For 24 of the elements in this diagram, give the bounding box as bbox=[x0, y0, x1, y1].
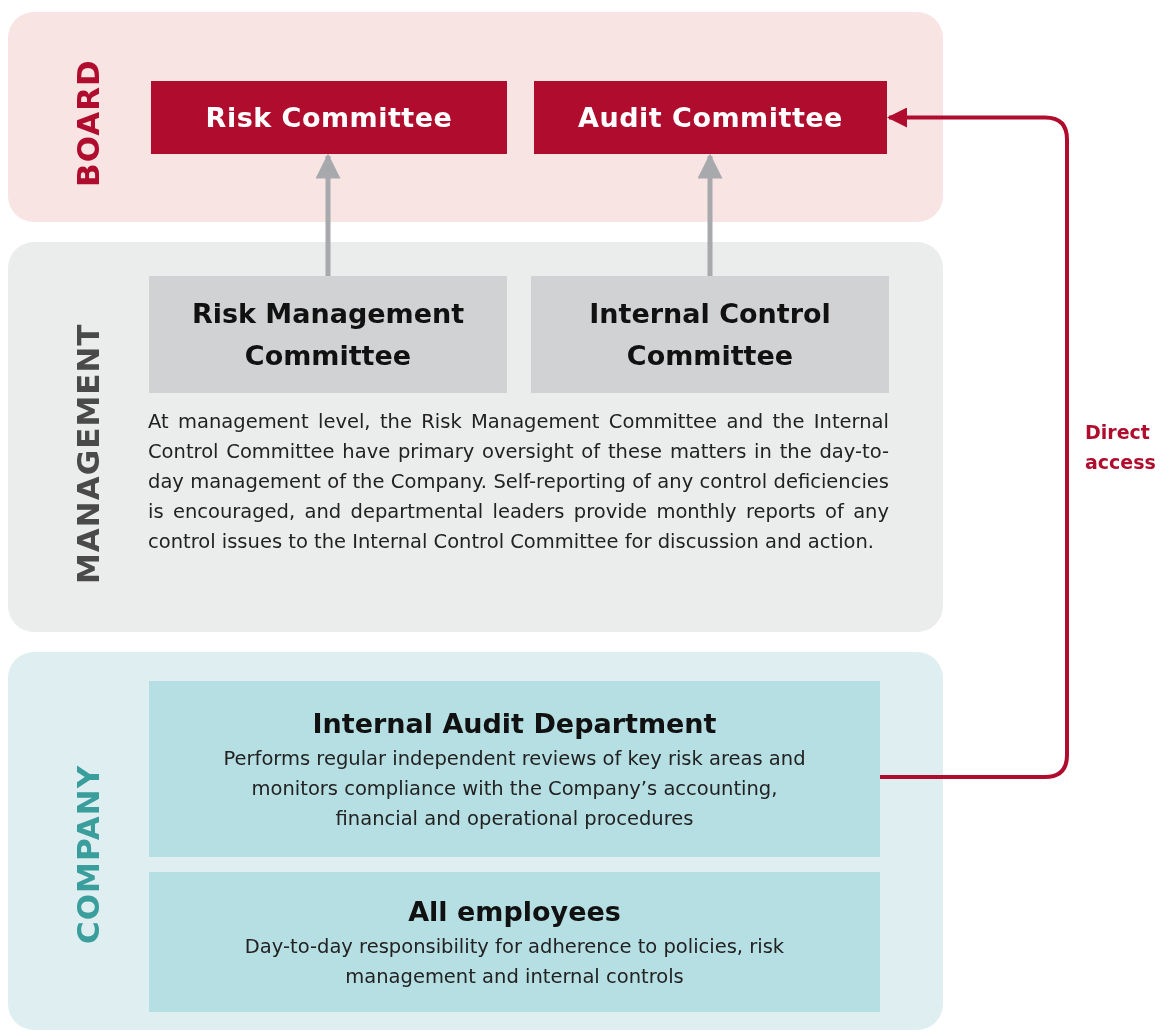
box-title: Audit Committee bbox=[578, 102, 843, 133]
department-box bbox=[149, 872, 880, 1012]
box-description: Day-to-day responsibility for adherence to policies, risk management and internal controls bbox=[243, 934, 786, 990]
level-band bbox=[8, 652, 943, 1030]
box-description: Performs regular independent reviews of key risk areas and monitors compliance with the Company’s accounting, financial and operational procedures bbox=[222, 746, 807, 832]
arrow bbox=[315, 153, 341, 276]
box-title: Risk Management Committee bbox=[190, 296, 466, 373]
arrow bbox=[697, 153, 723, 276]
level-heading: COMPANY bbox=[70, 764, 106, 944]
description-paragraph: At management level, the Risk Management Committee and the Internal Control Committee have primary oversight of these matters in the day-to-day management of the Company. Self-reporting of any control deficiencies is encouraged, and departmental leaders provide monthly reports of any control issues to the Internal Control Committee for discussion and action. bbox=[148, 409, 889, 555]
committee-box bbox=[149, 276, 507, 393]
arrow bbox=[880, 107, 1069, 779]
level-heading: BOARD bbox=[70, 59, 106, 187]
box-title: Internal Control Committee bbox=[588, 296, 832, 373]
box-title: All employees bbox=[408, 895, 621, 929]
level-band bbox=[8, 242, 943, 632]
committee-box bbox=[151, 81, 507, 154]
box-title: Risk Committee bbox=[205, 102, 453, 133]
department-box bbox=[149, 681, 880, 857]
committee-box bbox=[531, 276, 889, 393]
level-band bbox=[8, 12, 943, 222]
committee-box bbox=[534, 81, 887, 154]
level-heading: MANAGEMENT bbox=[70, 323, 106, 584]
box-title: Internal Audit Department bbox=[312, 707, 717, 741]
